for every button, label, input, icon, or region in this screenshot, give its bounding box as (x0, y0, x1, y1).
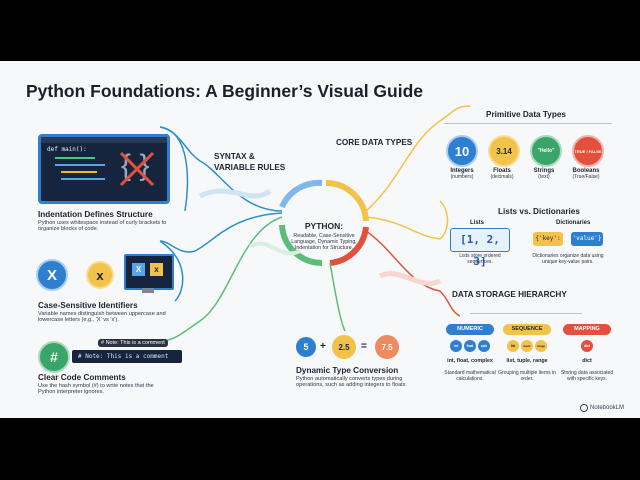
floats-label: Floats (493, 168, 511, 174)
numeric-pill: NUMERIC (446, 324, 494, 335)
mapping-desc: Storing data associated with specific ke… (560, 370, 614, 382)
int-icon: int (450, 340, 462, 352)
watermark: NotebookLM (580, 404, 624, 412)
monitor-icon: X x (124, 254, 174, 290)
dict-value: 'value'} (571, 232, 603, 246)
case-sensitive-heading: Case-Sensitive Identifiers (38, 301, 138, 310)
editor-title-bar (41, 137, 167, 143)
center-body: Readable, Case-Sensitive Language, Dynam… (291, 233, 357, 252)
result-value: 7.5 (375, 335, 399, 359)
string-icon: "Hello" (530, 135, 562, 167)
list-example: [1, 2, 3] (450, 228, 510, 268)
float-type-icon: float (464, 340, 476, 352)
comments-heading: Clear Code Comments (38, 373, 126, 382)
uppercase-x-icon: X (36, 259, 68, 291)
list-type-icon: list (507, 340, 519, 352)
integers-label: Integers (450, 168, 474, 174)
notebook-icon (580, 404, 588, 412)
monitor-uppercase-x: X (132, 263, 145, 276)
storage-heading: DATA STORAGE HIERARCHY (452, 290, 567, 299)
dict-key: {'key': (533, 232, 563, 246)
primitive-heading: Primitive Data Types (486, 110, 566, 119)
range-icon: range (535, 340, 547, 352)
code-snippet: def main(): (47, 146, 87, 153)
float-icon: 3.14 (488, 135, 520, 167)
floats-desc: (decimals) (490, 174, 514, 180)
strings-label: Strings (533, 168, 555, 174)
numeric-desc: Standard mathematical calculations. (444, 370, 496, 382)
center-title: PYTHON: (304, 221, 344, 231)
indentation-body: Python uses whitespace instead of curly … (38, 220, 167, 233)
core-data-types-label: CORE DATA TYPES (336, 138, 413, 147)
monitor-stand (142, 288, 154, 293)
numeric-types: int, float, complex (447, 358, 493, 364)
page-title: Python Foundations: A Beginner’s Visual … (26, 81, 424, 101)
integer-operand: 5 (296, 337, 316, 357)
dynamic-body: Python automatically converts types duri… (296, 376, 408, 389)
indentation-heading: Indentation Defines Structure (38, 210, 153, 219)
case-sensitive-body: Variable names distinguish between upper… (38, 311, 166, 324)
float-operand: 2.5 (332, 335, 356, 359)
strings-desc: (text) (538, 174, 550, 180)
hash-icon: # (38, 341, 70, 373)
mapping-pill: MAPPING (563, 324, 611, 335)
integers-desc: (numbers) (450, 174, 474, 180)
lists-desc: Lists store ordered sequences. (459, 253, 501, 265)
infographic-canvas: Python Foundations: A Beginner’s Visual … (0, 61, 640, 418)
booleans-desc: (True/False) (572, 174, 600, 180)
lists-dicts-heading: Lists vs. Dictionaries (498, 207, 580, 216)
syntax-rules-label: SYNTAX & VARIABLE RULES (214, 152, 286, 173)
connector-lines (159, 105, 471, 342)
boolean-icon: TRUE / FALSE (572, 135, 604, 167)
dicts-desc: Dictionaries organize data using unique … (532, 253, 604, 265)
lowercase-x-icon: x (86, 261, 114, 289)
cross-icon (117, 149, 157, 189)
sequence-desc: Grouping multiple items in order. (498, 370, 556, 382)
tuple-icon: tuple (521, 340, 533, 352)
plus-sign: + (320, 341, 326, 352)
sequence-types: list, tuple, range (506, 358, 548, 364)
lists-label: Lists (470, 220, 485, 226)
sequence-pill: SEQUENCE (503, 324, 551, 335)
equals-sign: = (361, 341, 367, 352)
code-editor-illustration: def main(): { } (38, 134, 170, 204)
complex-icon: cplx (478, 340, 490, 352)
comments-body: Use the hash symbol (#) to write notes t… (38, 383, 154, 396)
monitor-lowercase-x: x (150, 263, 163, 276)
dict-type-icon: dict (581, 340, 593, 352)
dynamic-heading: Dynamic Type Conversion (296, 366, 399, 375)
booleans-label: Booleans (572, 168, 600, 174)
comment-code-line: # Note: This is a comment (72, 350, 182, 363)
watermark-text: NotebookLM (590, 405, 625, 411)
mapping-types: dict (582, 358, 592, 364)
comment-tooltip: # Note: This is a comment (98, 339, 168, 347)
integer-icon: 10 (446, 135, 478, 167)
dictionaries-label: Dictionaries (556, 220, 591, 226)
